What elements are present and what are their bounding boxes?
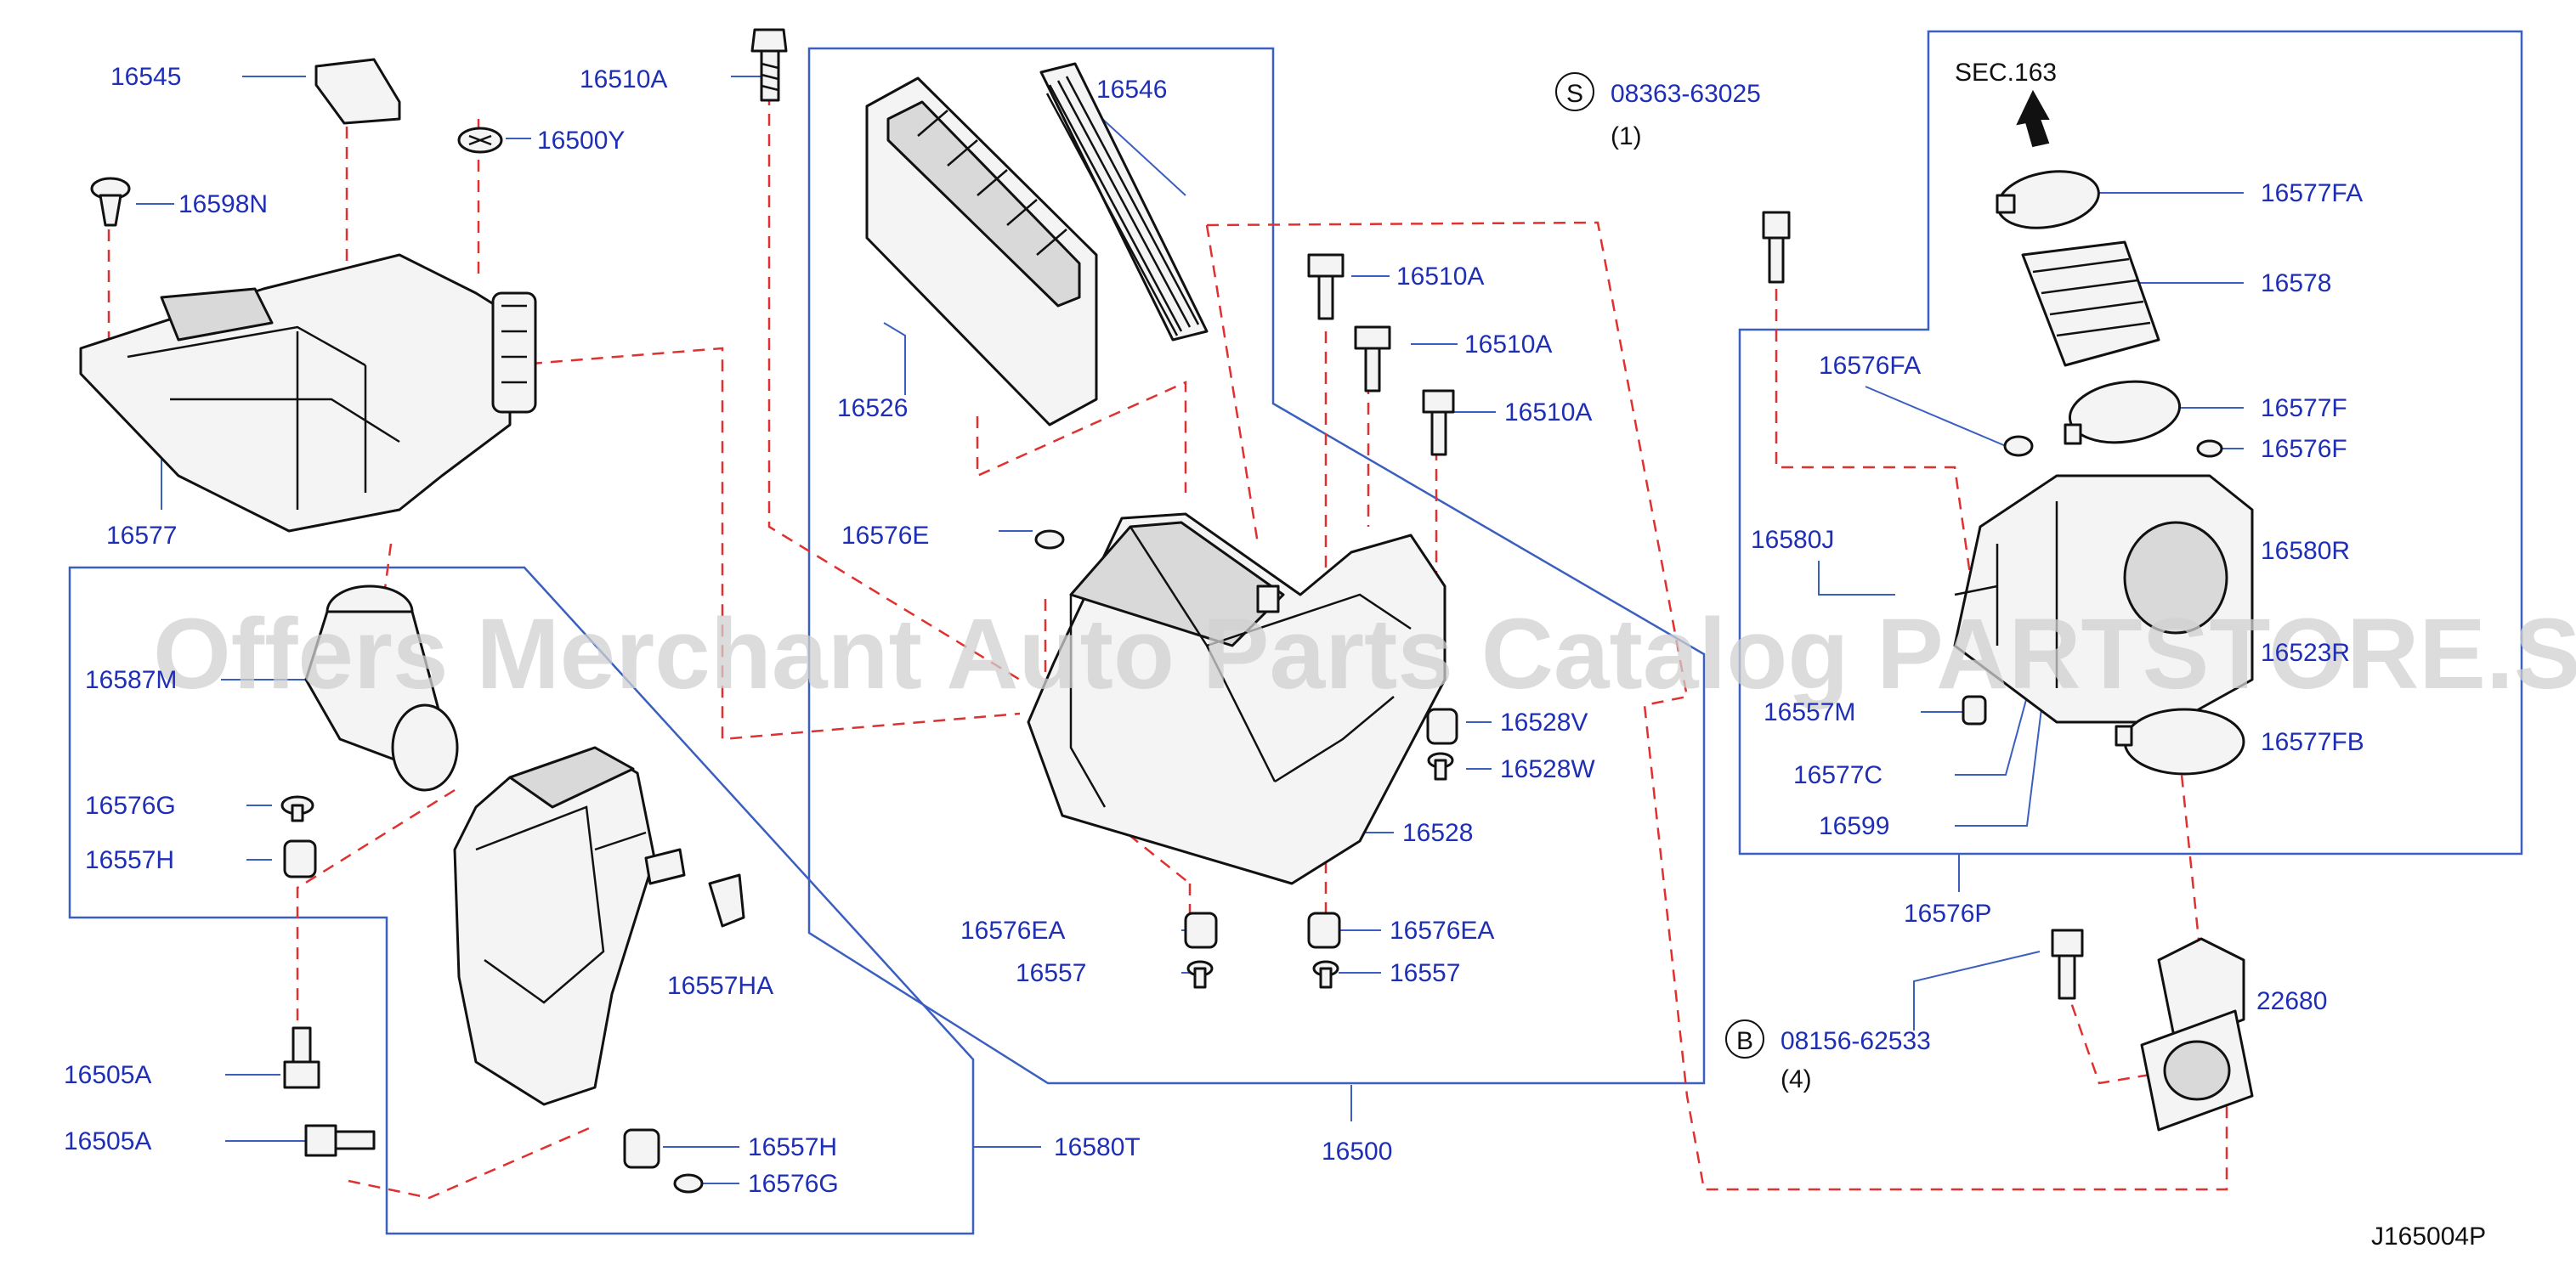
label-16576FA[interactable]: 16576FA xyxy=(1819,352,1921,380)
clip-16598N-shape xyxy=(90,177,131,227)
part-labels: 16545 16510A 16500Y 16598N 16577 16546 1… xyxy=(64,59,2486,1251)
label-16505A-2[interactable]: 16505A xyxy=(64,1127,151,1155)
qty-08363-63025: (1) xyxy=(1611,122,1642,150)
grommet-16528V-shape xyxy=(1426,708,1458,745)
label-16577FB[interactable]: 16577FB xyxy=(2261,728,2364,756)
label-16580J[interactable]: 16580J xyxy=(1751,526,1834,554)
label-16557HA[interactable]: 16557HA xyxy=(667,972,773,1000)
label-16576EA-right[interactable]: 16576EA xyxy=(1390,917,1494,945)
pin-16557-right-shape xyxy=(1312,960,1339,989)
bolt-16510A-3-shape xyxy=(1422,389,1455,456)
pin-16528W-shape xyxy=(1427,752,1454,781)
label-16576P[interactable]: 16576P xyxy=(1904,900,1991,928)
pin-16557-left-shape xyxy=(1186,960,1214,989)
meter-22680-shape xyxy=(2140,937,2254,1132)
leader-lines xyxy=(136,76,2244,1184)
label-16576G-bottom[interactable]: 16576G xyxy=(748,1170,839,1198)
resonator-16580T-shape xyxy=(453,746,686,1106)
group-frame-left xyxy=(68,566,975,1235)
label-16598N[interactable]: 16598N xyxy=(178,190,268,218)
label-16528V[interactable]: 16528V xyxy=(1500,709,1588,737)
grommet-16557M-shape xyxy=(1962,695,1987,726)
arrow-up-icon xyxy=(2016,89,2050,148)
symbol-b-callout: B xyxy=(1725,1019,1764,1059)
label-16528W[interactable]: 16528W xyxy=(1500,755,1595,783)
label-16577F[interactable]: 16577F xyxy=(2261,394,2347,422)
label-16599[interactable]: 16599 xyxy=(1819,812,1889,840)
group-frame-right xyxy=(1738,30,2523,856)
clamp-16577F-shape xyxy=(2064,380,2182,445)
label-16557H-top[interactable]: 16557H xyxy=(85,846,174,874)
pad-16545-shape xyxy=(314,58,401,125)
label-08363-63025[interactable]: 08363-63025 xyxy=(1611,80,1761,108)
label-16580T[interactable]: 16580T xyxy=(1054,1133,1141,1161)
clamp-16577FB-shape xyxy=(2115,708,2245,776)
label-16510A-1[interactable]: 16510A xyxy=(1396,263,1484,291)
label-16510A-top[interactable]: 16510A xyxy=(580,65,667,93)
bolt-08156-62533-shape xyxy=(2051,929,2084,1000)
label-16526[interactable]: 16526 xyxy=(837,394,908,422)
pin-16557HA-shape xyxy=(708,873,745,928)
mount-16576EA-left-shape xyxy=(1184,912,1218,949)
label-16578[interactable]: 16578 xyxy=(2261,269,2331,297)
grommet-16557H-bottom-shape xyxy=(623,1128,660,1169)
label-16576G-top[interactable]: 16576G xyxy=(85,792,176,820)
label-16523R[interactable]: 16523R xyxy=(2261,639,2350,667)
symbol-s-letter: S xyxy=(1566,80,1583,108)
label-16577C[interactable]: 16577C xyxy=(1793,761,1882,789)
mount-16576EA-right-shape xyxy=(1307,912,1341,949)
label-22680[interactable]: 22680 xyxy=(2256,987,2327,1015)
bolt-16505A-1-shape xyxy=(283,1026,320,1089)
label-16557-right[interactable]: 16557 xyxy=(1390,959,1460,987)
label-16510A-2[interactable]: 16510A xyxy=(1464,330,1552,359)
bolt-16505A-2-shape xyxy=(304,1124,376,1157)
label-16546[interactable]: 16546 xyxy=(1096,76,1167,104)
label-16577[interactable]: 16577 xyxy=(106,522,177,550)
label-16500[interactable]: 16500 xyxy=(1322,1138,1392,1166)
filter-element-16546-shape xyxy=(1039,62,1209,342)
label-16576E[interactable]: 16576E xyxy=(841,522,929,550)
qty-08156-62533: (4) xyxy=(1781,1065,1812,1093)
label-16528[interactable]: 16528 xyxy=(1402,819,1473,847)
housing-16580R-shape xyxy=(1953,474,2254,724)
drawing-code: J165004P xyxy=(2371,1223,2486,1251)
label-08156-62533[interactable]: 08156-62533 xyxy=(1781,1027,1931,1055)
clamp-16577FA-shape xyxy=(1996,170,2100,229)
washer-16576E-shape xyxy=(1034,529,1065,550)
washer-16576G-top-shape xyxy=(280,795,314,822)
duct-16577-shape xyxy=(79,253,537,533)
cap-16500Y-shape xyxy=(457,127,503,154)
label-16557M[interactable]: 16557M xyxy=(1764,698,1855,726)
filter-frame-16526-shape xyxy=(865,76,1098,426)
symbol-b-letter: B xyxy=(1736,1027,1753,1055)
grommet-16557H-top-shape xyxy=(283,839,317,878)
label-16500Y[interactable]: 16500Y xyxy=(537,127,625,155)
label-16576EA-left[interactable]: 16576EA xyxy=(960,917,1065,945)
bolt-16510A-top-shape xyxy=(750,28,788,102)
symbol-s-callout: S xyxy=(1555,72,1594,111)
label-16505A-1[interactable]: 16505A xyxy=(64,1061,151,1089)
label-16557-left[interactable]: 16557 xyxy=(1016,959,1086,987)
label-16557H-bottom[interactable]: 16557H xyxy=(748,1133,837,1161)
bellows-16578-shape xyxy=(2021,240,2160,367)
label-16577FA[interactable]: 16577FA xyxy=(2261,179,2363,207)
washer-16576F-shape xyxy=(2196,439,2223,458)
section-ref[interactable]: SEC.163 xyxy=(1955,59,2057,87)
case-16500-shape xyxy=(1027,512,1447,885)
group-frame-center xyxy=(807,47,1706,1085)
washer-16576FA-shape xyxy=(2003,435,2034,457)
bolt-16510A-1-shape xyxy=(1307,253,1345,320)
watermark: Offers Merchant Auto Parts Catalog PARTS… xyxy=(153,598,2576,710)
label-16580R[interactable]: 16580R xyxy=(2261,537,2350,565)
washer-16576G-bottom-shape xyxy=(673,1173,704,1194)
label-16576F[interactable]: 16576F xyxy=(2261,435,2347,463)
label-16587M[interactable]: 16587M xyxy=(85,666,177,694)
bolt-08363-63025-shape xyxy=(1762,211,1791,284)
label-16545[interactable]: 16545 xyxy=(110,63,181,91)
bolt-16510A-2-shape xyxy=(1354,325,1391,392)
elbow-16587M-shape xyxy=(304,584,459,792)
label-16510A-3[interactable]: 16510A xyxy=(1504,398,1592,426)
